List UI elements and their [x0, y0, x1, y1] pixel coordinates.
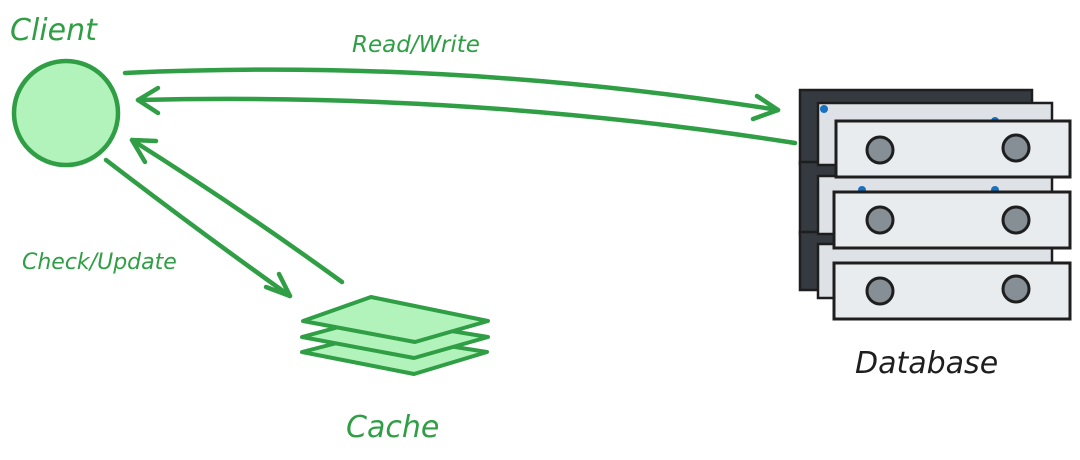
- arrowhead-client-top: [135, 85, 161, 116]
- server-knob-icon: [865, 276, 895, 306]
- client-circle: [11, 58, 121, 168]
- server-knob-icon: [865, 135, 895, 165]
- database-node: Database: [798, 88, 1072, 381]
- client-label: Client: [10, 13, 98, 48]
- arrowhead-client-bottom: [129, 137, 159, 165]
- server-knob-icon: [1001, 205, 1031, 235]
- arrow-database-to-client: [135, 96, 798, 146]
- client-node: Client: [10, 13, 121, 168]
- arrowhead-cache: [263, 271, 293, 299]
- server-knob-icon: [1001, 274, 1031, 304]
- edge-client-database: Read/Write: [122, 32, 798, 146]
- server-knob-icon: [1001, 133, 1031, 163]
- arrow-cache-to-client: [129, 137, 345, 285]
- arrowhead-database: [750, 93, 781, 122]
- database-label: Database: [855, 346, 998, 381]
- arrow-client-to-cache: [103, 157, 293, 299]
- cache-node: Cache: [300, 295, 490, 445]
- edge-label-check-update: Check/Update: [22, 250, 177, 275]
- edge-label-read-write: Read/Write: [352, 32, 480, 58]
- arrow-client-to-database: [122, 67, 781, 113]
- cache-layer-top: [301, 295, 490, 344]
- status-dot: [820, 105, 828, 113]
- server-knob-icon: [865, 205, 895, 235]
- edge-client-cache: Check/Update: [22, 137, 345, 299]
- cache-label: Cache: [346, 410, 439, 445]
